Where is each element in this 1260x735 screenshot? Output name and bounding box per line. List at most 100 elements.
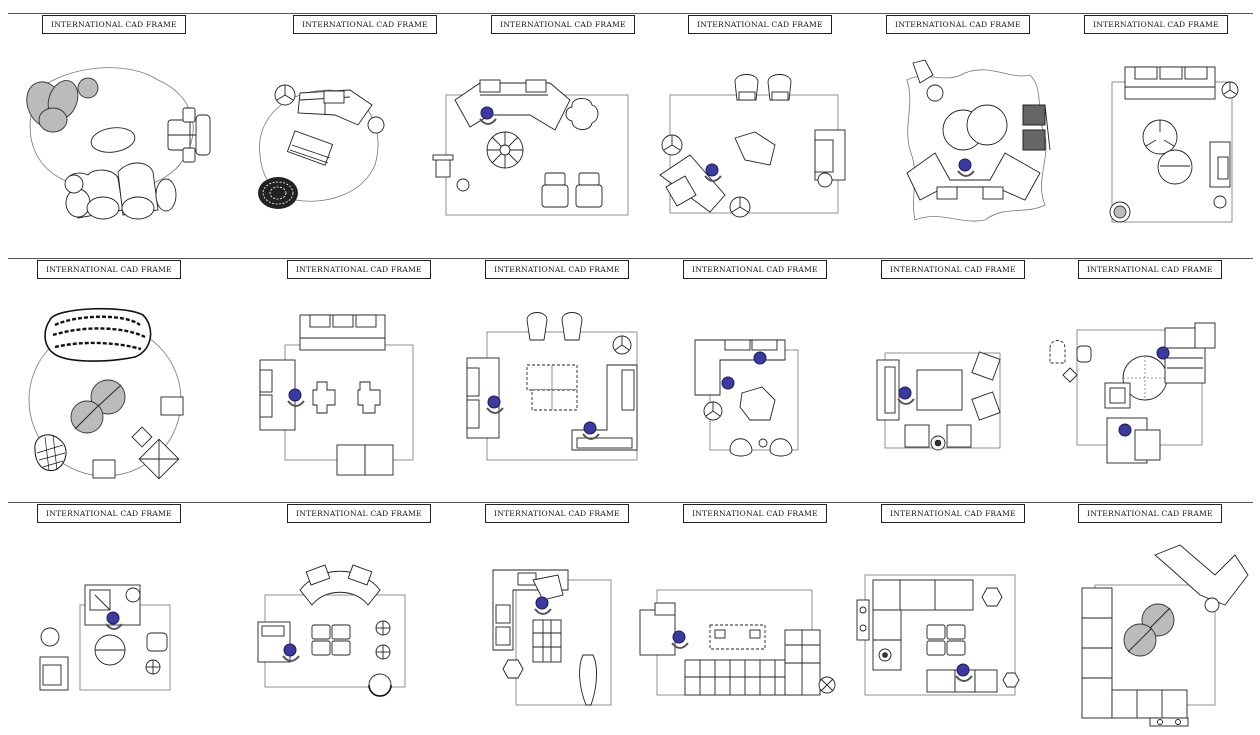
frame-label: INTERNATIONAL CAD FRAME	[886, 15, 1030, 34]
round-coffee-tables	[1142, 119, 1193, 185]
seated-person	[671, 630, 689, 649]
seated-person	[1118, 346, 1170, 437]
side-sofa	[814, 129, 846, 181]
frame-label: INTERNATIONAL CAD FRAME	[42, 15, 186, 34]
sectional-sofa	[694, 339, 786, 396]
row-divider	[8, 258, 1253, 259]
ottoman-pair	[336, 444, 394, 476]
side-table	[367, 116, 385, 134]
woven-sofa	[44, 307, 152, 362]
modular-tables	[131, 426, 180, 480]
floor-lamp	[612, 335, 632, 355]
seated-person	[479, 106, 497, 125]
plan-r2c2	[259, 314, 414, 476]
plan-r3c3	[492, 569, 612, 706]
square-coffee-table	[916, 369, 963, 411]
swivel-chairs	[729, 438, 793, 457]
plan-r1c6	[1109, 66, 1239, 223]
seated-person	[486, 395, 504, 414]
textured-pouf	[258, 177, 298, 209]
flower-side-table	[565, 98, 599, 130]
side-table-round	[818, 676, 836, 694]
row-divider	[8, 13, 1253, 14]
seated-person	[721, 351, 767, 390]
floor-lamp	[703, 401, 723, 421]
accent-chair	[432, 154, 454, 178]
corner-sofa	[571, 364, 638, 451]
seated-person	[534, 596, 552, 615]
coffee-table-quad	[311, 624, 351, 656]
rug-outline	[515, 579, 612, 706]
side-table	[40, 627, 60, 647]
armchair-left	[541, 172, 569, 208]
sculptural-coffee-table	[739, 386, 776, 421]
modular-sectional	[684, 629, 821, 696]
armchair	[639, 602, 676, 656]
seated-person	[955, 663, 973, 682]
daybed	[1164, 322, 1216, 384]
seated-person	[105, 611, 123, 630]
seated-person	[704, 163, 722, 182]
seated-person	[957, 158, 975, 177]
frame-label: INTERNATIONAL CAD FRAME	[37, 260, 181, 279]
plan-r3c4	[639, 589, 836, 696]
plan-r1c2	[258, 84, 385, 209]
hex-side-table	[981, 587, 1003, 607]
curved-sofa	[906, 152, 1041, 201]
lounge-chair-pair	[734, 74, 792, 101]
lounge-chair-pair	[526, 312, 583, 341]
modular-sofa	[64, 162, 177, 220]
sofa	[299, 314, 386, 351]
armchair-right	[146, 632, 168, 652]
plan-r1c1	[26, 67, 211, 220]
frame-label: INTERNATIONAL CAD FRAME	[37, 504, 181, 523]
frame-label: INTERNATIONAL CAD FRAME	[881, 504, 1025, 523]
coffee-table	[90, 127, 136, 153]
ottoman	[160, 396, 184, 416]
frame-label: INTERNATIONAL CAD FRAME	[287, 504, 431, 523]
floor-vase	[579, 654, 597, 706]
ottoman	[92, 459, 116, 479]
row-divider	[8, 502, 1253, 503]
armchairs	[904, 351, 1001, 448]
frame-label: INTERNATIONAL CAD FRAME	[683, 504, 827, 523]
sofa	[1124, 66, 1216, 100]
frame-label: INTERNATIONAL CAD FRAME	[287, 260, 431, 279]
lounge-chair	[912, 59, 934, 84]
seated-person	[582, 421, 600, 440]
l-sectional	[872, 579, 974, 671]
frame-label: INTERNATIONAL CAD FRAME	[683, 260, 827, 279]
side-tables	[375, 620, 391, 660]
plan-r3c5	[856, 574, 1020, 696]
plan-r1c4	[659, 74, 846, 218]
lounge-chair-cluster	[26, 77, 99, 133]
l-sectional	[1081, 587, 1188, 719]
frame-label: INTERNATIONAL CAD FRAME	[293, 15, 437, 34]
accent-chairs	[1049, 340, 1092, 383]
floor-lamp	[661, 134, 683, 156]
plan-r1c3	[432, 79, 629, 216]
armchair	[257, 621, 291, 663]
plan-r3c2	[257, 564, 406, 697]
side-table-round	[930, 435, 946, 451]
frame-label: INTERNATIONAL CAD FRAME	[1084, 15, 1228, 34]
frame-label: INTERNATIONAL CAD FRAME	[485, 260, 629, 279]
frame-label: INTERNATIONAL CAD FRAME	[1078, 260, 1222, 279]
rug-outline	[284, 344, 414, 461]
side-table	[456, 178, 470, 192]
plan-r1c5	[906, 59, 1051, 222]
frame-label: INTERNATIONAL CAD FRAME	[688, 15, 832, 34]
nesting-coffee-tables	[942, 104, 1008, 151]
frame-label: INTERNATIONAL CAD FRAME	[491, 15, 635, 34]
round-coffee-table	[1122, 355, 1168, 401]
side-table-cross	[145, 659, 161, 675]
floor-lamp	[1221, 81, 1239, 99]
curved-sofa	[297, 89, 373, 126]
side-table	[1149, 717, 1189, 727]
side-table	[1213, 195, 1227, 209]
sectional-sofa	[659, 154, 726, 213]
side-table	[926, 84, 944, 102]
seated-person	[282, 643, 300, 662]
armchair-bottom	[1106, 417, 1161, 464]
